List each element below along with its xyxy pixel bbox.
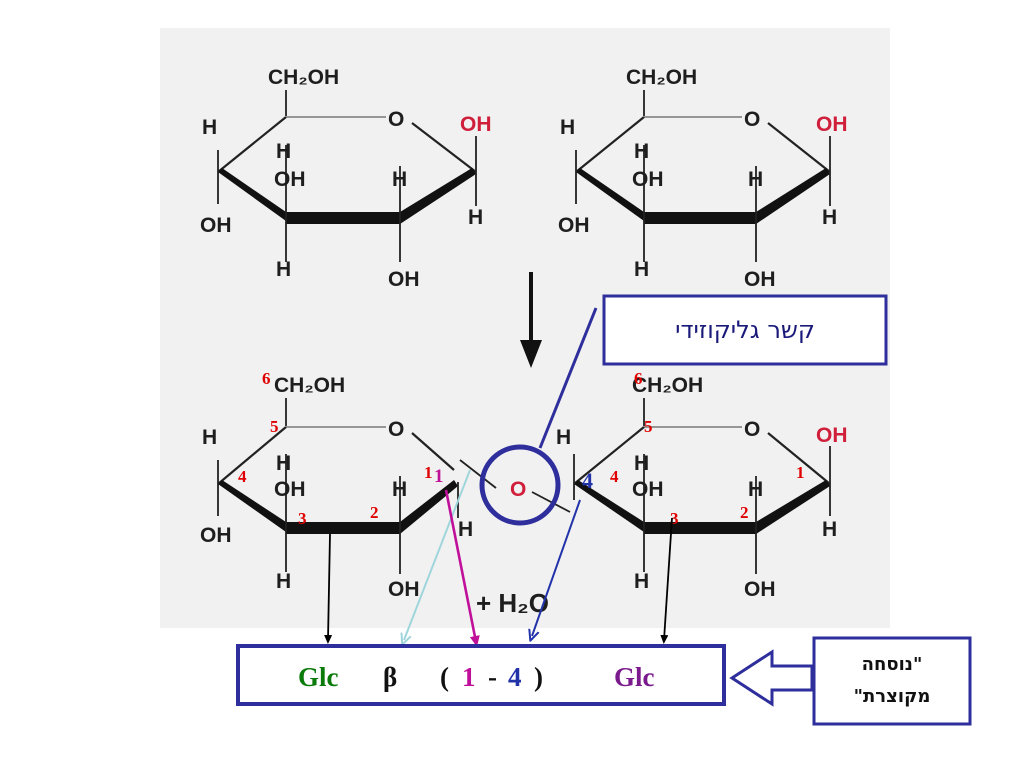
link-carbon-4: 4 [582, 468, 593, 493]
oh-label: OH [744, 268, 776, 291]
bridge-oxygen-label: O [510, 478, 526, 501]
oh-label: OH [558, 214, 590, 237]
anomer-label: β [383, 662, 397, 692]
oh-label: OH [388, 578, 420, 601]
h-label: H [822, 206, 837, 229]
h-label: H [556, 426, 571, 449]
paren-close: ) [534, 662, 543, 692]
glucose-top-left: CH₂OH O H OH H OH H H OH OH H [200, 66, 492, 291]
short-formula-note-box: "נוסחה מקוצרת" [812, 636, 972, 726]
carbon-numbers: 6 5 4 3 2 1 6 5 4 3 2 1 1 4 [238, 369, 805, 528]
h-label: H [634, 140, 649, 163]
carbon-number: 3 [298, 509, 307, 528]
oh-label: OH [388, 268, 420, 291]
glc-right-label: Glc [614, 662, 655, 692]
glycosidic-bond-highlight [479, 444, 561, 526]
h-label: H [748, 478, 763, 501]
ch2oh-label: CH₂OH [632, 374, 703, 397]
glucose-bottom-right: CH₂OH O H H OH H H OH OH H [556, 374, 848, 601]
carbon-number: 4 [610, 467, 619, 486]
h-label: H [468, 206, 483, 229]
carbon-number: 5 [644, 417, 653, 436]
link-carbon-1: 1 [434, 466, 444, 487]
left-arrow-icon [729, 649, 814, 707]
oh-label: OH [632, 478, 664, 501]
glycosidic-bond-label-box: קשר גליקוזידי [602, 294, 888, 366]
anomeric-oh-label: OH [816, 113, 848, 136]
h-label: H [202, 426, 217, 449]
carbon-number: 6 [634, 369, 643, 388]
oh-label: OH [274, 478, 306, 501]
oh-label: OH [200, 524, 232, 547]
note-line-2: מקוצרת" [854, 686, 931, 707]
note-line-1: "נוסחה [862, 654, 923, 675]
ring-oxygen-label: O [744, 108, 760, 131]
glucose-top-right: CH₂OH O H OH H OH H H OH OH H [558, 66, 848, 291]
carbon-number: 6 [262, 369, 271, 388]
position-from: 1 [462, 662, 476, 692]
h-label: H [276, 140, 291, 163]
glc-left-label: Glc [298, 662, 339, 692]
h-label: H [392, 168, 407, 191]
carbon-number: 2 [740, 503, 749, 522]
carbon-number: 2 [370, 503, 379, 522]
h-label: H [276, 258, 291, 281]
ring-oxygen-label: O [388, 108, 404, 131]
h-label: H [634, 570, 649, 593]
short-formula-box: Glc β ( 1 - 4 ) Glc [236, 644, 726, 706]
h-label: H [634, 258, 649, 281]
water-byproduct-label: + H₂O [476, 588, 549, 618]
down-arrow-icon [520, 272, 542, 368]
carbon-number: 5 [270, 417, 279, 436]
carbon-number: 1 [796, 463, 805, 482]
h-label: H [392, 478, 407, 501]
position-to: 4 [508, 662, 522, 692]
oh-label: OH [200, 214, 232, 237]
glycosidic-bond-label: קשר גליקוזידי [675, 316, 815, 344]
ch2oh-label: CH₂OH [274, 374, 345, 397]
ch2oh-label: CH₂OH [626, 66, 697, 89]
h-label: H [634, 452, 649, 475]
h-label: H [458, 518, 473, 541]
ring-oxygen-label: O [388, 418, 404, 441]
annotation-arrows [324, 469, 673, 642]
oh-label: OH [744, 578, 776, 601]
carbon-number: 1 [424, 463, 433, 482]
anomeric-oh-label: OH [816, 424, 848, 447]
position-dash: - [488, 662, 497, 692]
oh-label: OH [632, 168, 664, 191]
h-label: H [748, 168, 763, 191]
h-label: H [276, 570, 291, 593]
anomeric-oh-label: OH [460, 113, 492, 136]
paren-open: ( [440, 662, 449, 692]
carbon-number: 3 [670, 509, 679, 528]
h-label: H [560, 116, 575, 139]
oh-label: OH [274, 168, 306, 191]
ring-oxygen-label: O [744, 418, 760, 441]
ch2oh-label: CH₂OH [268, 66, 339, 89]
h-label: H [202, 116, 217, 139]
glucose-bottom-left: CH₂OH O H OH H OH H H OH H [200, 374, 473, 601]
h-label: H [276, 452, 291, 475]
carbon-number: 4 [238, 467, 247, 486]
h-label: H [822, 518, 837, 541]
